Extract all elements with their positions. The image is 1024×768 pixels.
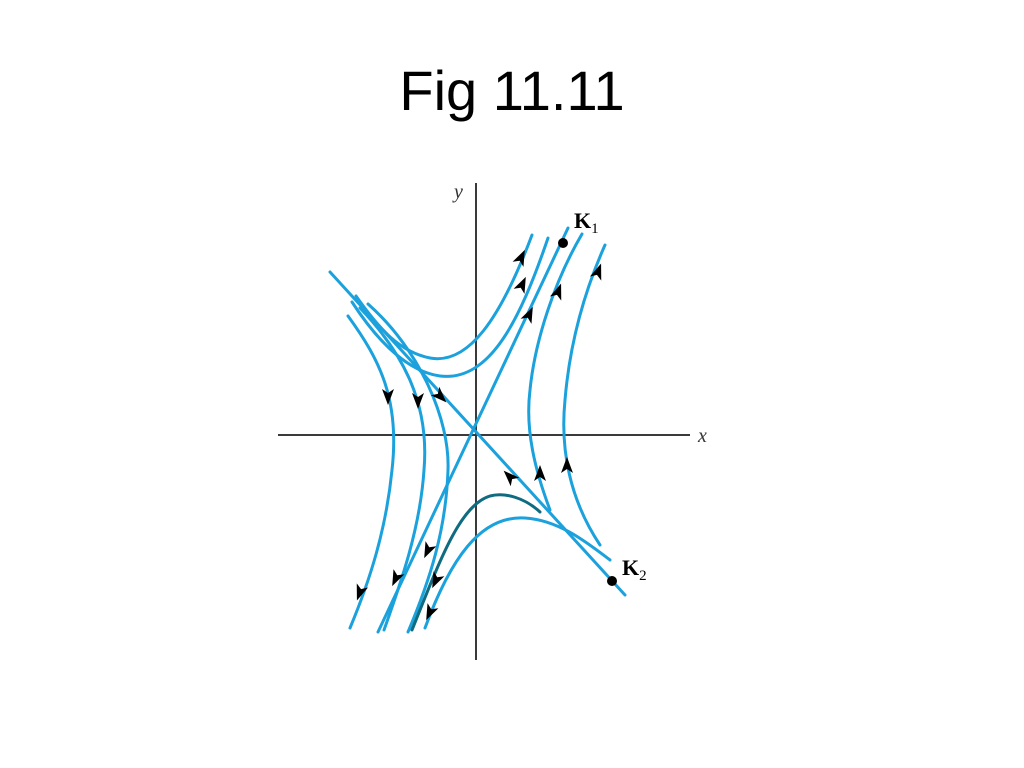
label-k1-letter: K xyxy=(574,208,591,233)
trajectory-arrows xyxy=(356,249,602,621)
arrow-down-6 xyxy=(356,583,369,601)
arrow-up-4 xyxy=(549,283,562,301)
trajectory-lower-outer xyxy=(423,516,612,630)
trajectory-lower-highlight xyxy=(410,493,542,632)
label-k2-subscript: 2 xyxy=(639,568,647,584)
arrow-down-4 xyxy=(424,541,437,559)
trajectory-left-inner xyxy=(358,306,427,632)
trajectory-right-inner xyxy=(527,232,584,512)
point-k1 xyxy=(558,238,568,248)
x-axis-label: x xyxy=(697,425,707,447)
point-k2 xyxy=(607,576,617,586)
slide-title: Fig 11.11 xyxy=(399,59,625,122)
label-k2: K2 xyxy=(622,555,647,584)
trajectory-upper-outer xyxy=(350,236,550,378)
arrow-down-5 xyxy=(392,569,405,587)
arrow-up-5 xyxy=(589,263,602,281)
arrow-down-7 xyxy=(432,571,445,589)
label-k2-letter: K xyxy=(622,555,639,580)
arrow-down-2 xyxy=(412,393,424,409)
label-k1-subscript: 1 xyxy=(591,221,599,237)
arrow-down-3 xyxy=(430,386,447,403)
unstable-manifold-line xyxy=(376,226,570,634)
arrow-up-6 xyxy=(534,465,546,481)
arrow-down-8 xyxy=(426,603,439,621)
arrow-down-1 xyxy=(382,389,394,405)
trajectory-left-third xyxy=(366,302,450,634)
trajectory-upper-inner xyxy=(354,233,534,361)
label-k1: K1 xyxy=(574,208,599,237)
arrow-up-8 xyxy=(503,470,520,487)
arrow-up-7 xyxy=(561,457,573,473)
y-axis-label: y xyxy=(452,181,463,203)
trajectory-right-outer xyxy=(562,243,607,547)
arrow-up-2 xyxy=(513,276,526,294)
arrow-up-3 xyxy=(520,306,533,324)
arrow-up-1 xyxy=(512,249,525,267)
trajectory-left-outer xyxy=(346,314,396,630)
